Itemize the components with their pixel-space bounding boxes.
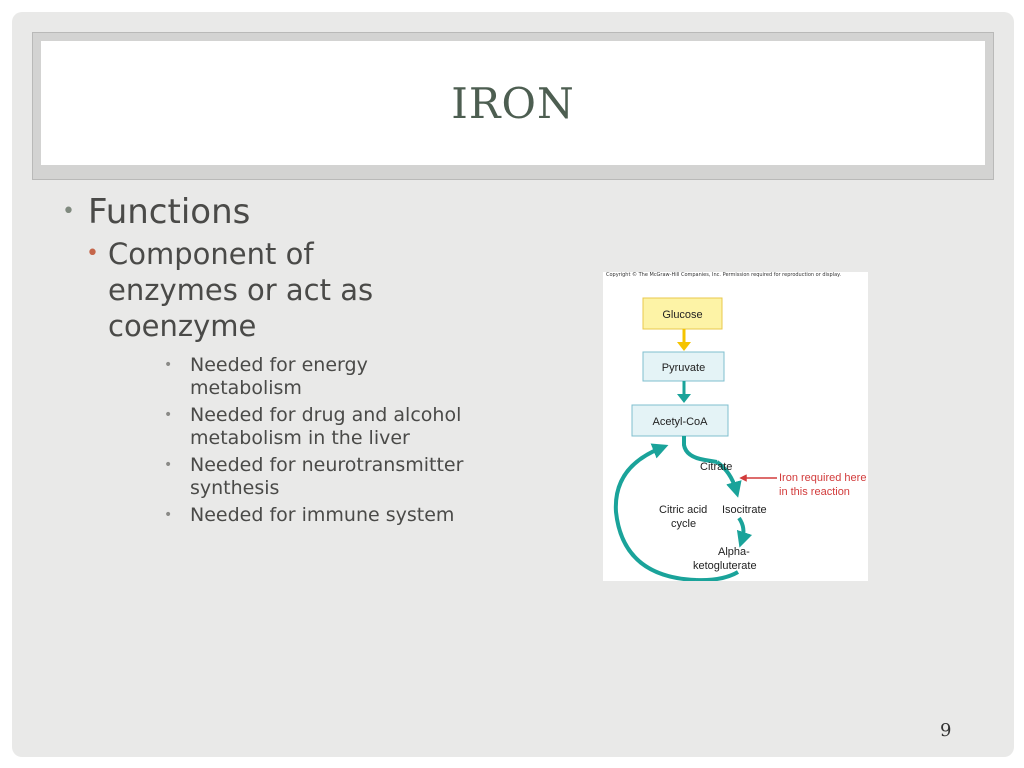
list-item: • Needed for immune system — [160, 504, 500, 527]
cycle-arc-citrate — [715, 460, 742, 498]
cycle-diagram: Glucose Pyruvate Acetyl-CoA Citrate Citr… — [613, 297, 866, 583]
bullet-level1: • Functions — [60, 192, 500, 232]
title-frame: IRON — [32, 32, 994, 180]
alpha-label-1: Alpha- — [718, 546, 750, 558]
title-box: IRON — [41, 41, 985, 165]
list-item: • Needed for drug and alcohol metabolism… — [160, 404, 500, 450]
glucose-label: Glucose — [662, 309, 702, 321]
isocitrate-label: Isocitrate — [722, 504, 767, 516]
bullet-level3-text: Needed for neurotransmitter synthesis — [190, 454, 464, 499]
bullet-dot-icon: • — [62, 199, 75, 224]
slide-title: IRON — [451, 78, 575, 128]
acetyl-to-cycle-path — [682, 436, 718, 464]
citric-acid-cycle-figure: Glucose Pyruvate Acetyl-CoA Citrate Citr… — [603, 272, 868, 583]
bullet-dot-icon: • — [164, 507, 173, 523]
bullet-level3-text: Needed for energy metabolism — [190, 354, 368, 399]
bullet-dot-icon: • — [164, 457, 173, 473]
bullet-level2-text: Component of enzymes or act as coenzyme — [108, 237, 374, 343]
alpha-label-2: ketogluterate — [693, 560, 757, 572]
list-item: • Needed for neurotransmitter synthesis — [160, 454, 500, 500]
pyruvate-arrow-head — [677, 394, 691, 403]
bullet-level3-text: Needed for immune system — [190, 504, 455, 526]
bullet-content: • Functions • Component of enzymes or ac… — [60, 192, 500, 531]
bullet-level2: • Component of enzymes or act as coenzym… — [86, 236, 500, 344]
acetyl-coa-label: Acetyl-CoA — [652, 416, 708, 428]
iron-note-line-1: Iron required here — [779, 472, 866, 484]
pyruvate-label: Pyruvate — [662, 362, 705, 374]
citrate-label: Citrate — [700, 461, 732, 473]
bullet-level1-text: Functions — [88, 192, 251, 232]
acetyl-coa-box — [631, 404, 729, 437]
list-item: • Needed for energy metabolism — [160, 354, 500, 400]
bullet-level3-list: • Needed for energy metabolism • Needed … — [160, 354, 500, 527]
page-number: 9 — [940, 720, 952, 741]
bullet-dot-icon: • — [164, 407, 173, 423]
iron-note-line-2: in this reaction — [779, 486, 850, 498]
cycle-center-label-2: cycle — [671, 518, 696, 530]
glucose-arrow-head — [677, 342, 691, 351]
bullet-dot-icon: • — [164, 357, 173, 373]
cycle-center-label-1: Citric acid — [659, 504, 707, 516]
cycle-arc-bottom — [695, 570, 740, 583]
bullet-dot-icon: • — [86, 241, 99, 266]
cycle-arc-left — [613, 443, 697, 582]
figure-copyright: Copyright © The McGraw-Hill Companies, I… — [606, 272, 841, 278]
cycle-arc-isocitrate — [736, 516, 753, 548]
bullet-level3-text: Needed for drug and alcohol metabolism i… — [190, 404, 462, 449]
